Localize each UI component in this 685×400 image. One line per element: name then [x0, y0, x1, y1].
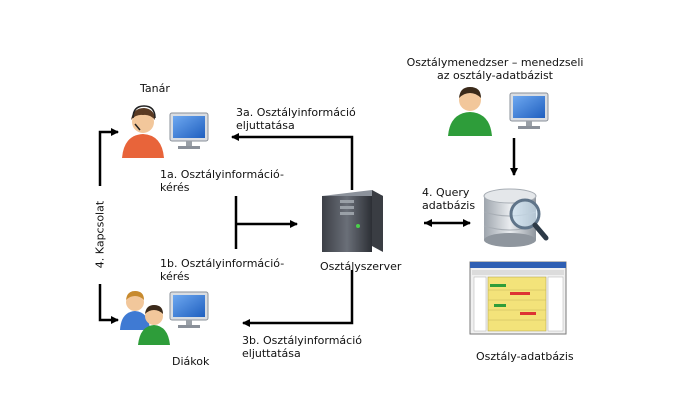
manager-label: Osztálymenedzser – menedzseli az osztály… [400, 56, 590, 82]
manager-label-line1: Osztálymenedzser – menedzseli [406, 56, 584, 69]
manager-icon [448, 87, 549, 136]
step-3a-line2: eljuttatása [236, 119, 295, 132]
arrow-3b [242, 270, 354, 327]
arrow-query [424, 219, 471, 227]
step-3a-line1: 3a. Osztályinformáció [236, 106, 356, 119]
step-4-query-line2: adatbázis [422, 199, 476, 212]
step-1b-label: 1b. Osztályinformáció- kérés [160, 257, 284, 283]
step-1a-line2: kérés [160, 181, 190, 194]
step-3b-label: 3b. Osztályinformáció eljuttatása [242, 334, 362, 360]
arrow-connection [98, 128, 119, 324]
step-1b-line1: 1b. Osztályinformáció- [160, 257, 285, 270]
database-search-icon [483, 188, 549, 247]
server-icon [322, 190, 383, 252]
teacher-icon [122, 105, 209, 158]
server-label: Osztályszerver [320, 260, 402, 273]
teacher-label: Tanár [140, 82, 170, 95]
step-4-query-label: 4. Query adatbázis [422, 186, 475, 212]
step-4-query-line1: 4. Query [422, 186, 470, 199]
manager-label-line2: az osztály-adatbázist [436, 69, 553, 82]
database-label: Osztály-adatbázis [476, 350, 574, 363]
step-1b-line2: kérés [160, 270, 190, 283]
step-1a-line1: 1a. Osztályinformáció- [160, 168, 284, 181]
step-1a-label: 1a. Osztályinformáció- kérés [160, 168, 284, 194]
database-screenshot-icon [469, 261, 567, 335]
arrow-3a [231, 133, 354, 190]
arrow-1ab [234, 196, 298, 249]
step-3a-label: 3a. Osztályinformáció eljuttatása [236, 106, 356, 132]
step-3b-line2: eljuttatása [242, 347, 301, 360]
students-label: Diákok [172, 355, 210, 368]
connection-label: 4. Kapcsolat [93, 200, 107, 269]
students-icon [120, 291, 209, 345]
step-3b-line1: 3b. Osztályinformáció [242, 334, 363, 347]
